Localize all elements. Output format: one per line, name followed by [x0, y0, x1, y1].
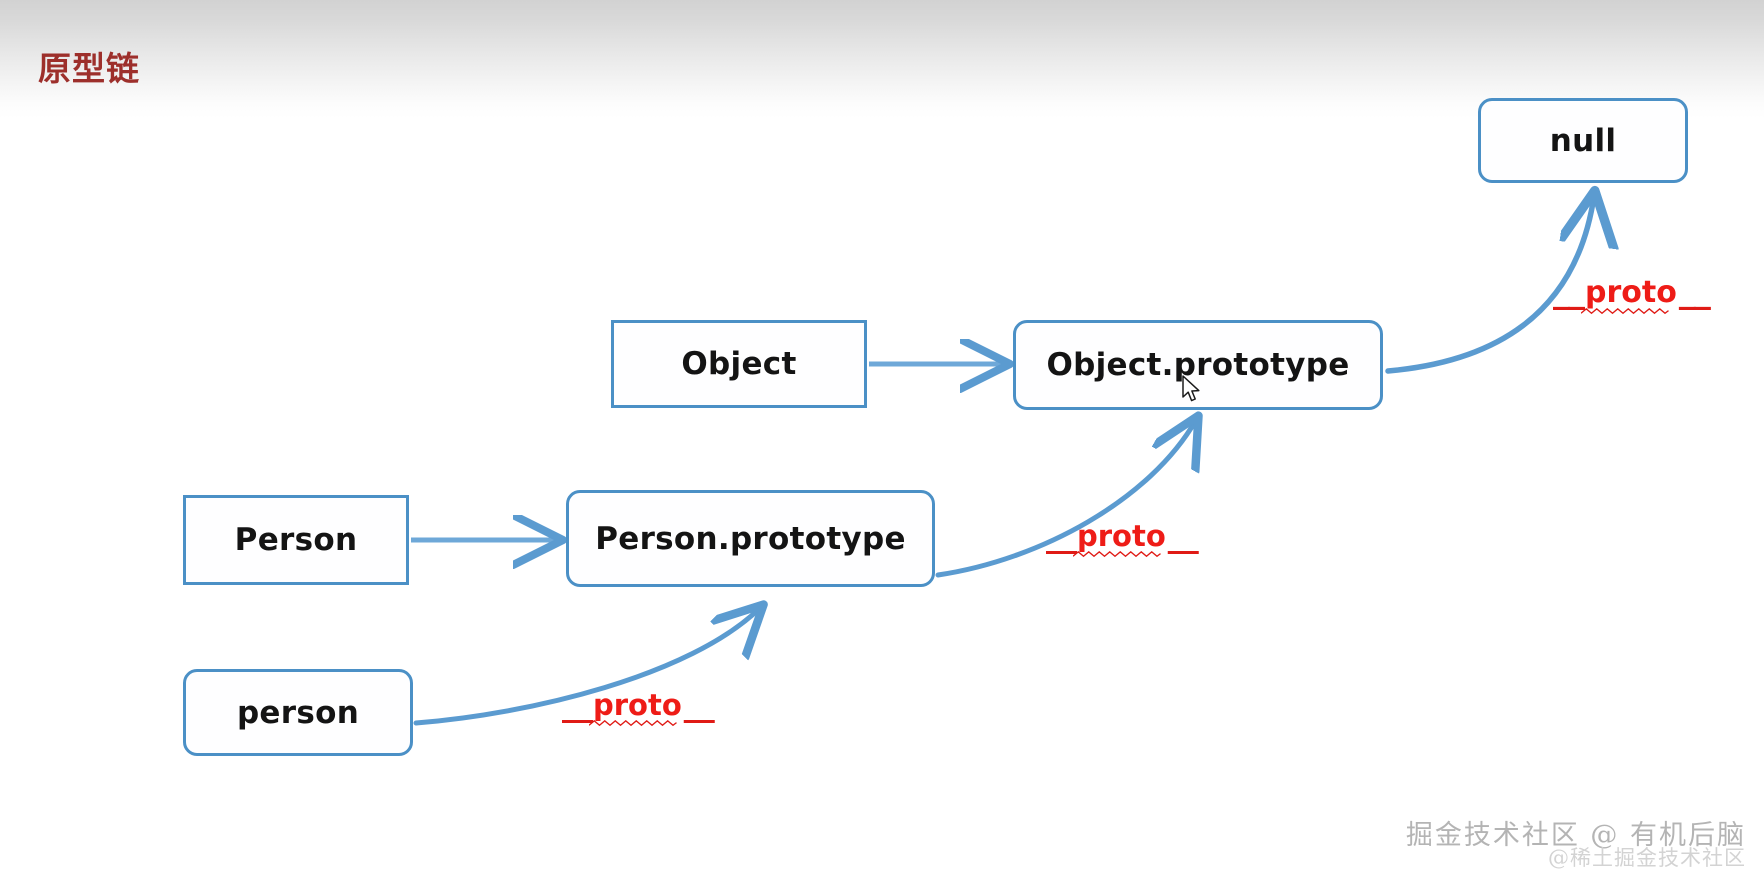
spellcheck-squiggle-icon [1581, 308, 1669, 315]
node-null[interactable]: null [1478, 98, 1688, 183]
proto-suffix-underscores: __ [1678, 271, 1711, 311]
mouse-cursor-icon [1182, 375, 1200, 402]
proto-prefix-underscores: __ [562, 684, 593, 723]
node-person-prototype[interactable]: Person.prototype [566, 490, 935, 587]
node-object-prototype[interactable]: Object.prototype [1013, 320, 1383, 410]
node-person[interactable]: Person [183, 495, 409, 585]
spellcheck-squiggle-icon [1073, 551, 1161, 558]
spellcheck-squiggle-icon [589, 720, 677, 727]
watermark: 掘金技术社区 @ 有机后脑 @稀土掘金技术社区 [1406, 820, 1746, 870]
annotation-proto-to-object-prototype: __ proto __ [1046, 515, 1199, 558]
page-title: 原型链 [38, 49, 140, 88]
annotation-proto-to-null: __ proto __ [1553, 271, 1711, 315]
annotation-proto-to-person-prototype: __ proto __ [562, 684, 715, 727]
proto-suffix-underscores: __ [1167, 515, 1199, 554]
node-person-instance[interactable]: person [183, 669, 413, 756]
watermark-line-1: 掘金技术社区 @ 有机后脑 [1405, 819, 1746, 851]
proto-suffix-underscores: __ [683, 684, 715, 723]
node-object[interactable]: Object [611, 320, 867, 408]
watermark-line-2: @稀土掘金技术社区 [1548, 845, 1746, 870]
proto-prefix-underscores: __ [1553, 271, 1585, 311]
proto-text: proto [1585, 275, 1677, 310]
proto-text: proto [1077, 519, 1166, 553]
proto-prefix-underscores: __ [1046, 515, 1077, 554]
proto-text: proto [593, 688, 682, 722]
